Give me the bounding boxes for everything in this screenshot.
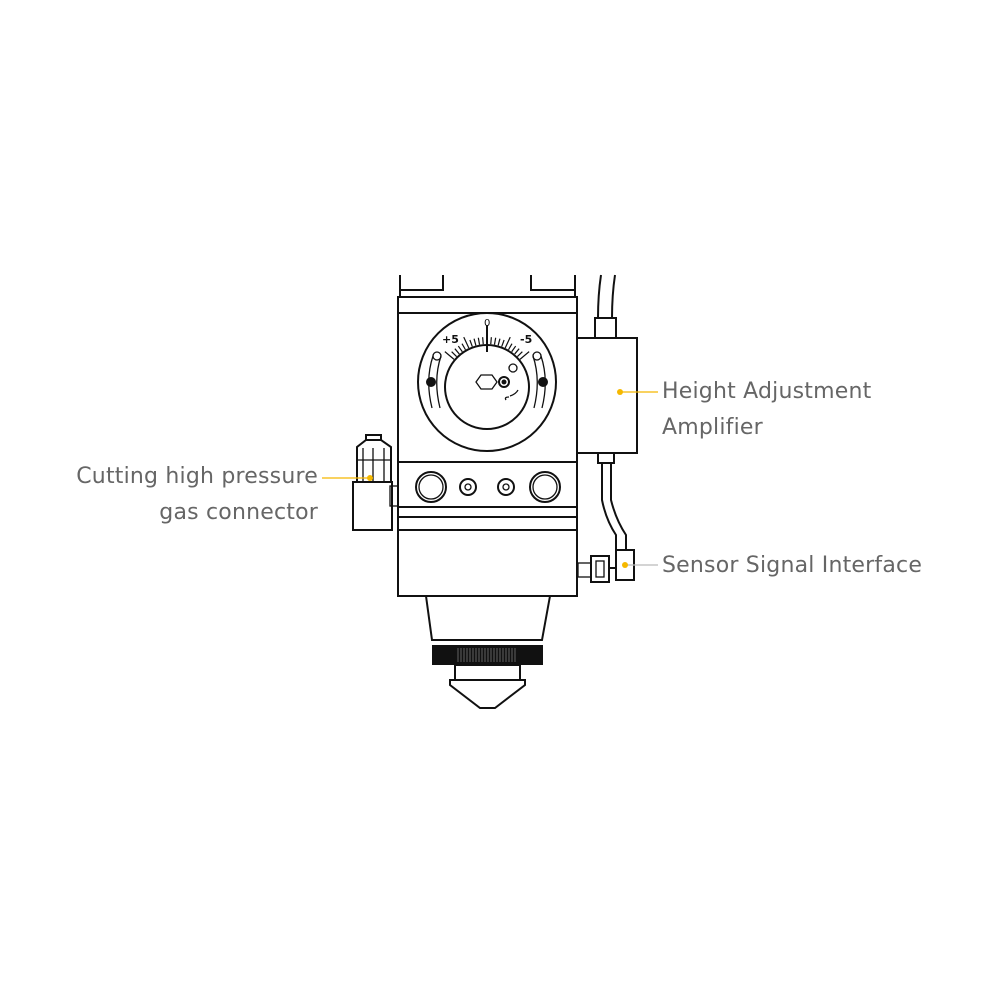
dial-tick — [490, 337, 492, 345]
sensor-label: Sensor Signal Interface — [662, 548, 922, 584]
control-buttons — [415, 471, 561, 503]
dial-tick — [504, 336, 511, 349]
amplifier-label-line2: Amplifier — [662, 415, 763, 440]
amplifier-marker — [617, 389, 623, 395]
dial-tick — [516, 351, 523, 358]
gas-connector-label: Cutting high pressure gas connector — [76, 459, 318, 531]
dial-tick — [461, 343, 467, 351]
amplifier-label: Height Adjustment Amplifier — [662, 374, 871, 446]
amplifier-label-line1: Height Adjustment — [662, 379, 872, 404]
gas-connector-label-line1: Cutting high pressure — [76, 464, 318, 489]
dial-tick — [514, 348, 520, 355]
lower-body — [397, 516, 578, 709]
dial-tick — [457, 345, 463, 353]
dial-tick — [519, 351, 530, 360]
top-posts — [399, 275, 576, 297]
dial-tick — [454, 348, 460, 355]
dial-tick — [511, 345, 517, 353]
dial-tick — [469, 339, 473, 347]
dial-tick — [497, 338, 501, 346]
gas-connector-part — [352, 434, 399, 531]
dial-tick — [501, 339, 505, 347]
adjustment-dial: +5 0 -5 — [417, 312, 557, 452]
sensor-part — [577, 549, 635, 583]
sensor-label-line1: Sensor Signal Interface — [662, 553, 923, 578]
dial-tick — [473, 338, 477, 346]
dial-tick — [507, 343, 513, 351]
gas-connector-label-line2: gas connector — [159, 500, 318, 525]
dial-tick — [463, 336, 470, 349]
dial-tick — [482, 337, 484, 345]
sensor-marker — [622, 562, 628, 568]
dial-tick — [477, 337, 481, 345]
dial-zero-label: 0 — [484, 318, 490, 329]
dial-tick — [451, 351, 458, 358]
amplifier-part — [576, 274, 638, 550]
dial-tick — [444, 351, 455, 360]
dial-minus-label: -5 — [520, 333, 532, 346]
leader-lines — [322, 389, 658, 568]
dial-plus-label: +5 — [442, 333, 459, 346]
gas-connector-marker — [367, 475, 373, 481]
dial-tick — [493, 337, 497, 345]
